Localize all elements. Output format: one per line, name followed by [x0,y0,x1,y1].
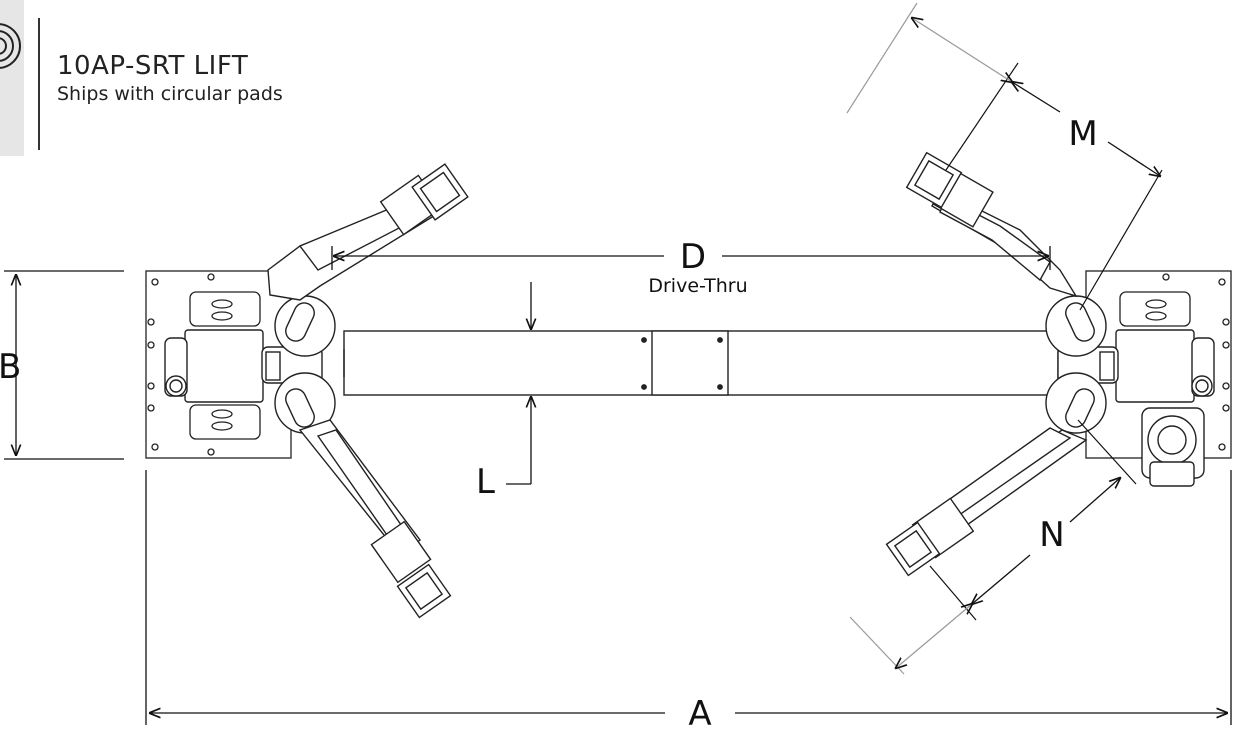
dimension-a [145,470,1232,725]
right-lower-arm [885,427,1088,577]
dimension-d-caption: Drive-Thru [648,275,747,297]
dimension-m [846,2,1162,311]
dimension-b-label: B [0,347,21,387]
left-column [164,295,336,434]
pad-icon-panel [0,0,24,156]
dimension-n-label: N [1039,515,1064,555]
dimension-b [4,270,124,460]
dimension-a-label: A [688,694,711,729]
title-divider [38,18,40,150]
dimension-m-label: M [1068,114,1097,154]
dimension-l [506,282,531,485]
dimension-l-label: L [476,462,495,502]
circular-pad-icon [0,23,21,69]
dimension-d-label: D [680,237,706,277]
dimension-n [849,419,1137,675]
right-upper-arm [905,151,1078,298]
model-title: 10AP-SRT LIFT [57,51,249,81]
dimension-d [331,246,1051,270]
title-block: 10AP-SRT LIFT Ships with circular pads [57,50,283,106]
left-upper-arm [267,163,469,301]
power-unit [1141,407,1205,487]
cross-beam [343,330,1059,396]
model-subtitle: Ships with circular pads [57,83,283,105]
right-column [1045,295,1215,434]
left-lower-arm [298,419,452,619]
